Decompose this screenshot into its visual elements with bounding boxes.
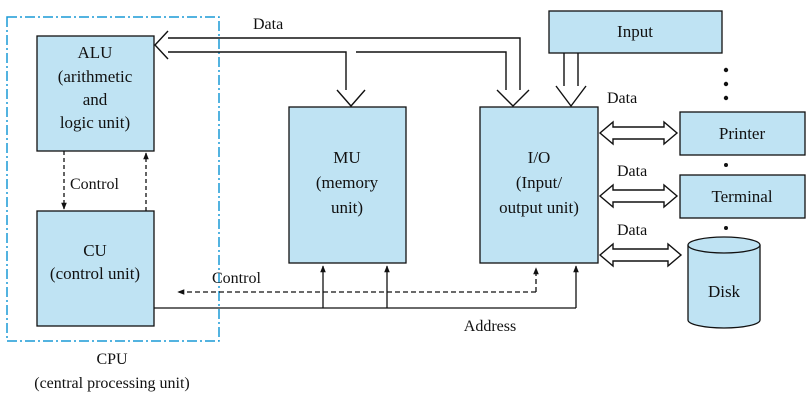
io-block <box>479 106 599 264</box>
svg-text:MU: MU <box>333 148 360 167</box>
svg-text:(memory: (memory <box>316 173 379 192</box>
cpu-subtitle: (central processing unit) <box>34 375 190 392</box>
io-printer-arrow <box>598 120 679 146</box>
svg-text:output unit): output unit) <box>499 198 579 217</box>
terminal-block <box>679 174 806 219</box>
data-label-disk: Data <box>617 222 647 239</box>
control-label-cpu: Control <box>70 176 119 193</box>
io-label: I/O (Input/ output unit) <box>499 148 579 217</box>
svg-text:and: and <box>83 90 108 109</box>
svg-text:unit): unit) <box>331 198 363 217</box>
alu-label: ALU (arithmetic and logic unit) <box>58 43 133 132</box>
control-label-bus: Control <box>212 270 261 287</box>
address-bus <box>154 265 579 309</box>
data-bus <box>154 30 530 108</box>
data-label-terminal: Data <box>617 163 647 180</box>
terminal-label: Terminal <box>711 187 772 206</box>
svg-text:(Input/: (Input/ <box>516 173 563 192</box>
disk-cylinder <box>687 236 761 329</box>
data-label-printer: Data <box>607 90 637 107</box>
svg-text:(arithmetic: (arithmetic <box>58 67 133 86</box>
printer-block <box>679 111 806 156</box>
svg-text:ALU: ALU <box>78 43 113 62</box>
disk-label: Disk <box>708 282 741 301</box>
svg-text:I/O: I/O <box>528 148 551 167</box>
input-to-io-arrow <box>555 53 587 108</box>
alu-block <box>36 35 155 152</box>
printer-label: Printer <box>719 124 766 143</box>
address-label: Address <box>464 318 516 335</box>
input-block <box>548 10 723 54</box>
mu-label: MU (memory unit) <box>316 148 379 217</box>
input-label: Input <box>617 22 653 41</box>
cu-label: CU (control unit) <box>50 241 140 283</box>
data-label-top: Data <box>253 16 283 33</box>
vertical-dots-icon <box>723 67 729 230</box>
svg-text:(control unit): (control unit) <box>50 264 140 283</box>
io-terminal-arrow <box>598 183 679 209</box>
cpu-title: CPU <box>96 351 128 368</box>
control-bus <box>177 267 539 295</box>
svg-text:CU: CU <box>83 241 107 260</box>
mu-block <box>288 106 407 264</box>
io-disk-arrow <box>598 242 683 268</box>
cpu-boundary <box>6 16 220 342</box>
svg-text:logic unit): logic unit) <box>60 113 130 132</box>
cu-block <box>36 210 155 327</box>
